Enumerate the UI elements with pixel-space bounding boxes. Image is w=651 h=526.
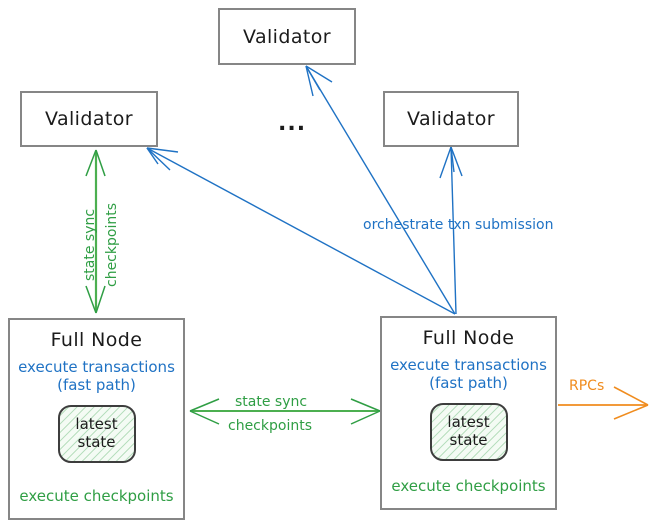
edge-orchestrate-to-validator-left	[146, 147, 456, 315]
fullnode-left-execute-checkpoints: execute checkpoints	[19, 487, 174, 505]
edge-label-orchestrate: orchestrate txn submission	[363, 217, 554, 233]
fullnode-left-fastpath-line2: (fast path)	[57, 376, 136, 395]
node-validator-top[interactable]: Validator	[218, 8, 356, 65]
node-fullnode-right[interactable]: Full Node execute transactions (fast pat…	[380, 316, 557, 510]
fullnode-left-title: Full Node	[50, 329, 143, 351]
edge-orchestrate-to-validator-right	[439, 146, 463, 315]
edge-label-state-sync-vertical-line1: state sync	[82, 208, 98, 281]
fullnode-right-latest-state-line2: state	[449, 430, 488, 449]
fullnode-left-latest-state-box: latest state	[57, 404, 136, 463]
edge-label-state-sync-horizontal-line1: state sync	[235, 394, 308, 410]
edge-label-state-sync-vertical-line2: checkpoints	[104, 203, 120, 287]
edge-label-rpcs: RPCs	[569, 378, 605, 394]
edge-state-sync-horizontal	[189, 398, 381, 425]
node-fullnode-left[interactable]: Full Node execute transactions (fast pat…	[8, 318, 185, 520]
edge-state-sync-vertical	[85, 149, 106, 314]
fullnode-right-latest-state-box: latest state	[429, 402, 508, 461]
validator-top-label: Validator	[243, 25, 331, 48]
edge-orchestrate-to-validator-top	[305, 65, 456, 315]
fullnode-left-latest-state-line1: latest	[75, 414, 118, 433]
fullnode-right-execute-checkpoints: execute checkpoints	[391, 477, 546, 495]
validator-right-label: Validator	[407, 108, 495, 130]
fullnode-right-fastpath-line2: (fast path)	[429, 374, 508, 393]
fullnode-right-fastpath: execute transactions (fast path)	[390, 356, 547, 393]
fullnode-right-latest-state-line1: latest	[447, 412, 490, 431]
fullnode-left-fastpath: execute transactions (fast path)	[18, 358, 175, 395]
node-validator-left[interactable]: Validator	[20, 91, 158, 147]
fullnode-left-latest-state-line2: state	[77, 432, 116, 451]
node-validator-right[interactable]: Validator	[383, 91, 519, 147]
fullnode-right-fastpath-line1: execute transactions	[390, 356, 547, 374]
fullnode-left-fastpath-line1: execute transactions	[18, 358, 175, 376]
edge-rpcs-outbound	[558, 386, 649, 420]
fullnode-right-title: Full Node	[422, 327, 515, 349]
validator-left-label: Validator	[45, 108, 133, 130]
edge-label-state-sync-horizontal-line2: checkpoints	[228, 418, 312, 434]
validators-ellipsis: ...	[278, 111, 307, 136]
